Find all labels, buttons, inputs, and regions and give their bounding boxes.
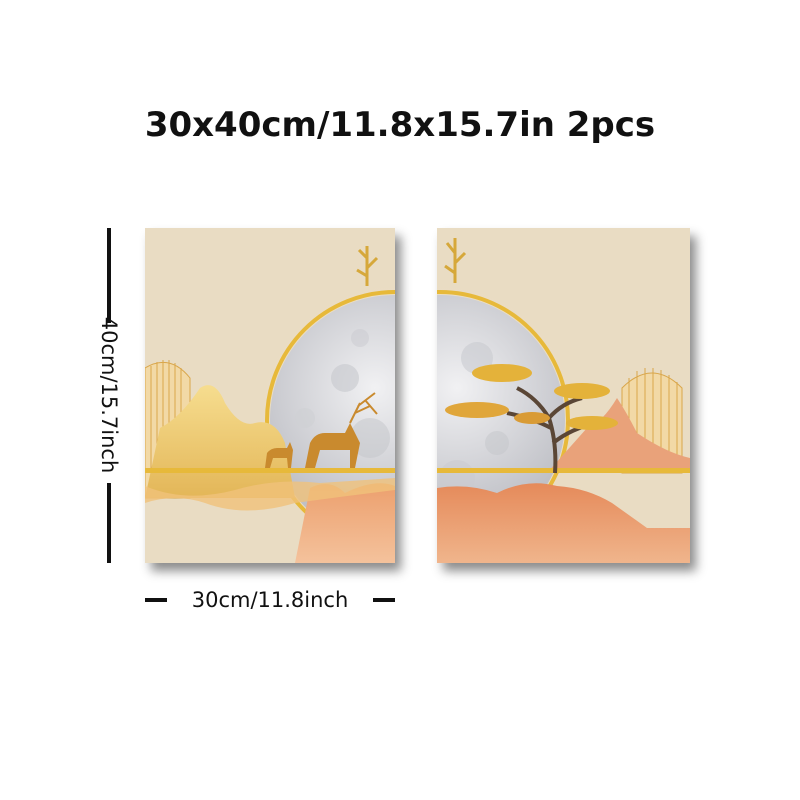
width-label: 30cm/11.8inch [191,588,349,612]
pine-tree [445,364,618,474]
width-line-left [145,598,167,602]
deer-moon-artwork [145,228,395,563]
canvas-panel-left [145,228,395,563]
height-line-bottom [107,483,111,563]
width-dimension: 30cm/11.8inch [145,588,395,612]
canvas-panel-right [437,228,690,563]
height-dimension: 40cm/15.7inch [95,228,125,563]
height-line-top [107,228,111,323]
tree-moon-artwork [437,228,690,563]
deer-figures [265,392,378,468]
height-label: 40cm/15.7inch [97,316,121,474]
product-size-title: 30x40cm/11.8x15.7in 2pcs [144,105,656,145]
width-line-right [373,598,395,602]
